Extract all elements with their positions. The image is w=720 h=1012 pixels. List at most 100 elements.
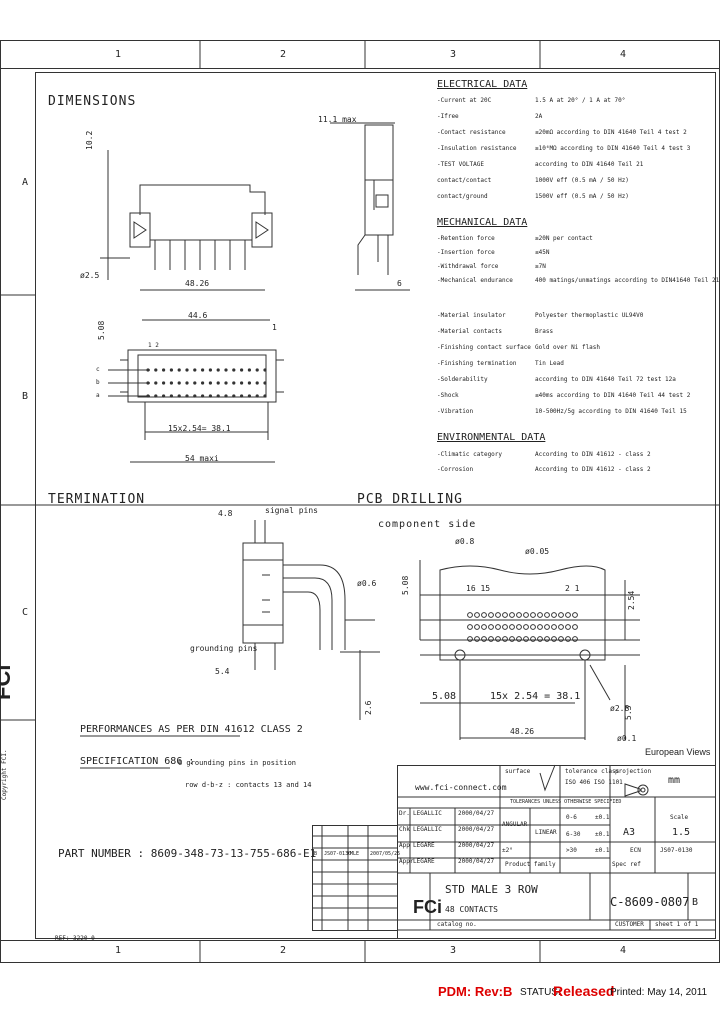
mechanical-row-key: -Withdrawal force (437, 263, 499, 270)
angles-label: ANGULAR (502, 821, 528, 828)
dim-2-6: 2.6 (364, 700, 373, 715)
pcb-hole (558, 624, 564, 630)
environmental-row-key: -Corrosion (437, 466, 474, 473)
pcb-hole (509, 624, 515, 630)
scale-label: Scale (670, 814, 689, 821)
pcb-hole (523, 624, 529, 630)
mechanical-row-value: ≤45N (535, 249, 550, 256)
angle-value: ±2° (502, 847, 513, 854)
mechanical-row-value: ≤40ms according to DIN 41640 Teil 44 tes… (535, 392, 691, 399)
zone-top-2: 2 (280, 49, 287, 60)
contact-dot (240, 394, 244, 398)
pcb-hole (488, 612, 494, 618)
pcb-hole (544, 624, 550, 630)
history-rev: Chk (399, 826, 410, 833)
contact-dot (201, 368, 205, 372)
pcb-title: PCB DRILLING (357, 492, 463, 507)
contact-dot (255, 368, 259, 372)
dim-0-6: ø0.6 (357, 579, 377, 588)
revision: B (692, 897, 699, 908)
history-rev: App (399, 842, 410, 849)
dim-5-4: 5.4 (215, 667, 230, 676)
spec-label: SPECIFICATION 686 : (80, 756, 195, 767)
pcb-hole (530, 624, 536, 630)
mechanical-row-key: -Vibration (437, 408, 474, 415)
rev-table-cell: JS07-0130 (324, 851, 352, 857)
history-date: 2000/04/27 (458, 826, 495, 833)
contact-dot (216, 381, 220, 385)
pcb-row-right: 2 1 (565, 584, 580, 593)
dim-5-08: 5.08 (432, 691, 457, 702)
row-b: b (96, 379, 100, 386)
history-who: LEGALLIC (413, 810, 442, 817)
pcb-hole (488, 636, 494, 642)
size-label: A3 (623, 827, 636, 838)
electrical-row-value: 1000V eff (0.5 mA / 50 Hz) (535, 177, 629, 184)
contact-dot (224, 368, 228, 372)
row-numbers: 1 2 (148, 342, 159, 349)
pcb-hole (565, 624, 571, 630)
contact-dot (169, 394, 173, 398)
status-value: Released (553, 983, 615, 999)
contact-dot (216, 368, 220, 372)
contact-dot (247, 381, 251, 385)
european-views: European Views (645, 747, 711, 757)
electrical-row-key: -Contact resistance (437, 129, 506, 136)
contact-dot (255, 394, 259, 398)
dim-4-8: 4.8 (218, 509, 233, 518)
contact-dot (146, 381, 150, 385)
row-a: a (96, 392, 100, 399)
pcb-hole (516, 624, 522, 630)
pcb-hole (509, 612, 515, 618)
contact-dot (263, 394, 267, 398)
sheet-label: sheet 1 of 1 (655, 921, 699, 928)
contact-dot (162, 394, 166, 398)
history-date: 2000/04/27 (458, 858, 495, 865)
electrical-title: ELECTRICAL DATA (437, 79, 528, 90)
pcb-hole (544, 636, 550, 642)
pcb-hole (516, 636, 522, 642)
mechanical-row-value: Polyester thermoplastic UL94V0 (535, 312, 644, 319)
dim-0-05: ø0.05 (525, 547, 550, 556)
history-who: LEGARE (413, 842, 435, 849)
dim-0-8: ø0.8 (455, 537, 475, 546)
dim-pcb-0-1: ø0.1 (617, 734, 637, 743)
electrical-row-key: contact/ground (437, 193, 488, 200)
dim-2-54: 2.54 (627, 590, 636, 610)
dim-38-1: 15x2.54= 38.1 (168, 424, 231, 433)
contact-dot (146, 368, 150, 372)
contact-dot (154, 381, 158, 385)
mechanical-row-value: Gold over Ni flash (535, 344, 601, 351)
catalog-label: catalog no. (437, 921, 477, 928)
contact-dot (162, 368, 166, 372)
projection-label: projection (615, 768, 652, 775)
pcb-hole (523, 612, 529, 618)
contact-dot (185, 368, 189, 372)
pcb-hole (481, 624, 487, 630)
contact-dot (169, 368, 173, 372)
history-date: 2000/04/27 (458, 810, 495, 817)
dim-val-0: ±0.1 (595, 814, 610, 821)
pcb-hole (572, 636, 578, 642)
pcb-hole (537, 624, 543, 630)
contact-dot (247, 368, 251, 372)
row-c: c (96, 366, 100, 373)
zone-top-4: 4 (620, 49, 627, 60)
mechanical-row-key: -Retention force (437, 235, 495, 242)
ecn-label: ECN (630, 847, 641, 854)
linear-label: LINEAR (535, 829, 557, 836)
mechanical-row-key: -Material contacts (437, 328, 503, 335)
performance-note: PERFORMANCES AS PER DIN 41612 CLASS 2 (80, 724, 303, 735)
contact-dot (208, 394, 212, 398)
customer-label: CUSTOMER (615, 921, 644, 928)
zone-bottom-3: 3 (450, 945, 457, 956)
spec-line-2: row d-b-z : contacts 13 and 14 (185, 781, 312, 789)
contact-dot (263, 368, 267, 372)
pcb-hole (530, 612, 536, 618)
mechanical-row-key: -Shock (437, 392, 459, 399)
electrical-row-value: ≤20mΩ according to DIN 41640 Teil 4 test… (535, 129, 687, 136)
electrical-row-key: contact/contact (437, 177, 492, 184)
dim-1: 1 (272, 323, 277, 332)
contact-dot (169, 381, 173, 385)
signal-pins-label: signal pins (265, 506, 318, 515)
